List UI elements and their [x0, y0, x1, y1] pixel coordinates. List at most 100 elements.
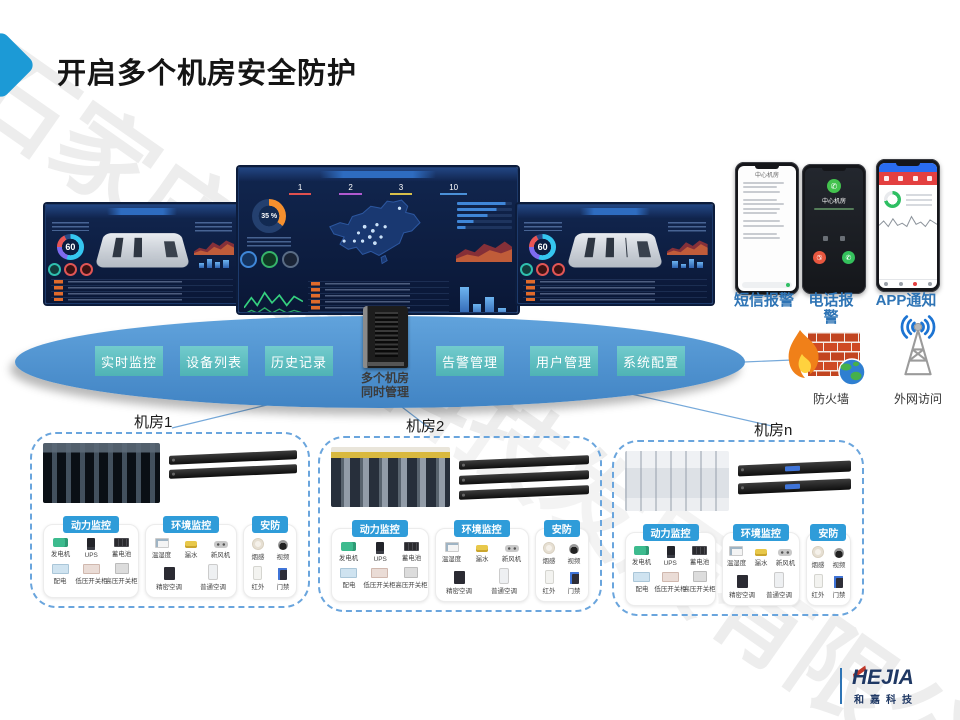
device-label: 普通空调: [491, 588, 517, 595]
device-label: 蓄电池: [401, 555, 421, 562]
slide-title: 开启多个机房安全防护: [57, 58, 358, 90]
logo-brand: HEJIA: [852, 666, 914, 689]
device-label: 精密空调: [156, 584, 182, 591]
section-title-chip: 安防: [810, 524, 847, 541]
app-phone: [876, 159, 940, 292]
water-leak-icon: [754, 549, 767, 556]
platform-button-history: 历史记录: [265, 346, 333, 376]
stat-value: 2: [339, 183, 362, 195]
stat-value: 10: [440, 183, 468, 195]
app-donut-chart: [884, 191, 901, 208]
sms-phone: 中心机房: [735, 162, 799, 295]
device-label: 烟感: [251, 554, 265, 561]
power-distribution-icon: [51, 564, 69, 574]
alarm-table: [523, 279, 707, 302]
device-label: 蓄电池: [112, 551, 132, 558]
room-box: 动力监控 发电机 UPS 蓄电池 配电 低压开关柜 高压开关柜: [30, 432, 310, 608]
server-room-photo: [43, 443, 160, 503]
device-label: 发电机: [50, 551, 70, 558]
power-monitoring-section: 动力监控 发电机 UPS 蓄电池 配电 低压开关柜 高压开关柜: [43, 516, 139, 598]
logo-subtext: 和嘉科技: [854, 695, 918, 706]
battery-icon: [403, 542, 419, 551]
device-label: 普通空调: [200, 584, 227, 591]
generator-icon: [52, 538, 68, 547]
temp-humidity-icon: [444, 542, 459, 552]
area-chart: [193, 240, 234, 255]
device-label: 漏水: [754, 560, 768, 567]
security-section: 安防 烟感 视频 红外 门禁: [534, 520, 589, 602]
dashboard-header: [239, 168, 517, 181]
power-monitoring-section: 动力监控 发电机 UPS 蓄电池 配电 低压开关柜 高压开关柜: [625, 524, 716, 606]
section-title-chip: 安防: [252, 516, 289, 533]
server-room-photo: [331, 447, 450, 507]
mini-bar-chart: [672, 258, 703, 268]
circular-gauge: 60: [529, 234, 557, 260]
fresh-air-fan-icon: [778, 549, 793, 556]
section-title-chip: 动力监控: [63, 516, 119, 533]
usage-donut-gauge: 35 %: [252, 199, 287, 233]
device-label: 发电机: [631, 559, 652, 566]
device-label: 门禁: [276, 584, 290, 591]
stat-row: 1 2 3 10: [239, 181, 517, 196]
platform-button-devices: 设备列表: [180, 346, 248, 376]
call-decline-icon: ✆: [810, 248, 829, 267]
bar-chart: [454, 280, 512, 312]
room-3d-view: [566, 232, 664, 267]
device-label: 发电机: [338, 555, 359, 562]
external-access-label: 外网访问: [893, 392, 942, 406]
infrared-icon: [813, 574, 823, 588]
precision-ac-icon: [163, 567, 175, 580]
circular-gauge: 60: [56, 234, 84, 260]
device-label: 红外: [542, 588, 556, 595]
device-label: 温湿度: [441, 556, 462, 563]
access-control-icon: [569, 572, 579, 584]
progress-list: [456, 199, 512, 232]
device-label: UPS: [373, 556, 387, 563]
device-label: 烟感: [542, 558, 556, 565]
normal-ac-icon: [208, 564, 219, 580]
stat-value: 3: [389, 183, 413, 195]
app-notify-label: APP通知: [875, 292, 937, 309]
device-label: 门禁: [832, 592, 846, 599]
access-control-icon: [278, 568, 288, 580]
security-section: 安防 烟感 视频 红外 门禁: [243, 516, 297, 598]
room-box: 动力监控 发电机 UPS 蓄电池 配电 低压开关柜 高压开关柜: [612, 440, 864, 616]
smoke-detector-icon: [543, 542, 556, 554]
section-title-chip: 动力监控: [351, 520, 408, 537]
device-label: 新风机: [211, 552, 231, 559]
app-alert-stats: [879, 172, 937, 185]
rack-unit: [458, 485, 589, 500]
sms-input-bar: [742, 282, 792, 288]
device-label: 烟感: [811, 562, 825, 569]
device-label: 蓄电池: [689, 559, 710, 566]
device-label: 红外: [811, 592, 825, 599]
generator-icon: [634, 546, 649, 555]
app-header-bar: [879, 163, 937, 172]
access-control-icon: [834, 576, 844, 588]
device-label: 高压开关柜: [683, 586, 716, 593]
room-3d-view: [94, 232, 190, 267]
phone-alarm-label: 电话报警: [808, 292, 854, 326]
battery-icon: [114, 538, 130, 547]
device-label: 新风机: [775, 560, 796, 567]
platform-button-realtime: 实时监控: [95, 346, 163, 376]
area-chart: [667, 240, 708, 255]
device-label: 低压开关柜: [363, 582, 396, 589]
server-tower: [363, 306, 408, 368]
room-label: 机房2: [406, 418, 445, 435]
device-label: 红外: [251, 584, 265, 591]
device-label: 温湿度: [726, 560, 746, 567]
environment-monitoring-section: 环境监控 温湿度 漏水 新风机 精密空调 普通空调: [434, 520, 529, 602]
dashboard-header: [518, 205, 712, 218]
device-label: 新风机: [501, 556, 522, 563]
device-label: 漏水: [184, 552, 198, 559]
camera-icon: [277, 540, 288, 550]
camera-icon: [569, 544, 580, 554]
hv-switchgear-icon: [692, 571, 707, 582]
firewall-label: 防火墙: [812, 392, 849, 406]
antenna-icon: [886, 308, 950, 386]
sms-screen-title: 中心机房: [754, 173, 779, 179]
device-label: 配电: [635, 586, 648, 593]
room-label: 机房1: [134, 414, 173, 431]
